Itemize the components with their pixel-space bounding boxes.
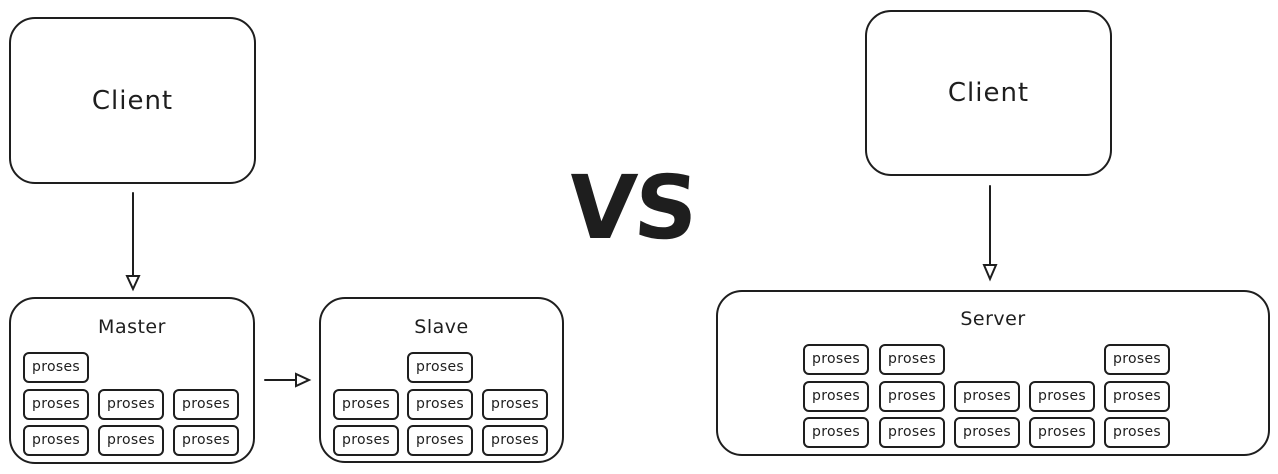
server-process: proses [803, 417, 869, 448]
right-client-box: Client [865, 10, 1112, 176]
left-client-label: Client [91, 85, 174, 116]
server-process: proses [1104, 381, 1170, 412]
slave-process: proses [407, 425, 473, 456]
slave-process: proses [333, 425, 399, 456]
slave-process: proses [333, 389, 399, 420]
server-process: proses [954, 417, 1020, 448]
server-process: proses [803, 381, 869, 412]
server-process: proses [879, 417, 945, 448]
server-label: Server [960, 308, 1026, 330]
right-client-label: Client [947, 78, 1030, 108]
arrow-client-to-server-head [982, 264, 998, 282]
slave-process: proses [482, 389, 548, 420]
server-process: proses [1104, 344, 1170, 375]
master-process: proses [173, 425, 239, 456]
arrow-client-to-master-head [125, 275, 141, 292]
server-process: proses [803, 344, 869, 375]
server-process: proses [879, 344, 945, 375]
server-process: proses [879, 381, 945, 412]
master-box: Master proses proses proses proses prose… [9, 297, 255, 464]
slave-process: proses [407, 389, 473, 420]
master-process: proses [23, 389, 89, 420]
left-client-box: Client [9, 17, 256, 184]
vs-label: VS [564, 156, 700, 259]
master-process: proses [23, 425, 89, 456]
slave-label: Slave [414, 316, 469, 338]
master-process: proses [98, 389, 164, 420]
server-process: proses [954, 381, 1020, 412]
master-process: proses [23, 352, 89, 383]
server-process: proses [1029, 381, 1095, 412]
master-process: proses [173, 389, 239, 420]
slave-process: proses [407, 352, 473, 383]
server-box: Server proses proses proses proses prose… [716, 290, 1270, 456]
master-label: Master [98, 316, 166, 338]
arrow-master-to-slave-head [295, 372, 312, 388]
slave-process: proses [482, 425, 548, 456]
master-process: proses [98, 425, 164, 456]
slave-box: Slave proses proses proses proses proses… [319, 297, 564, 463]
server-process: proses [1029, 417, 1095, 448]
server-process: proses [1104, 417, 1170, 448]
